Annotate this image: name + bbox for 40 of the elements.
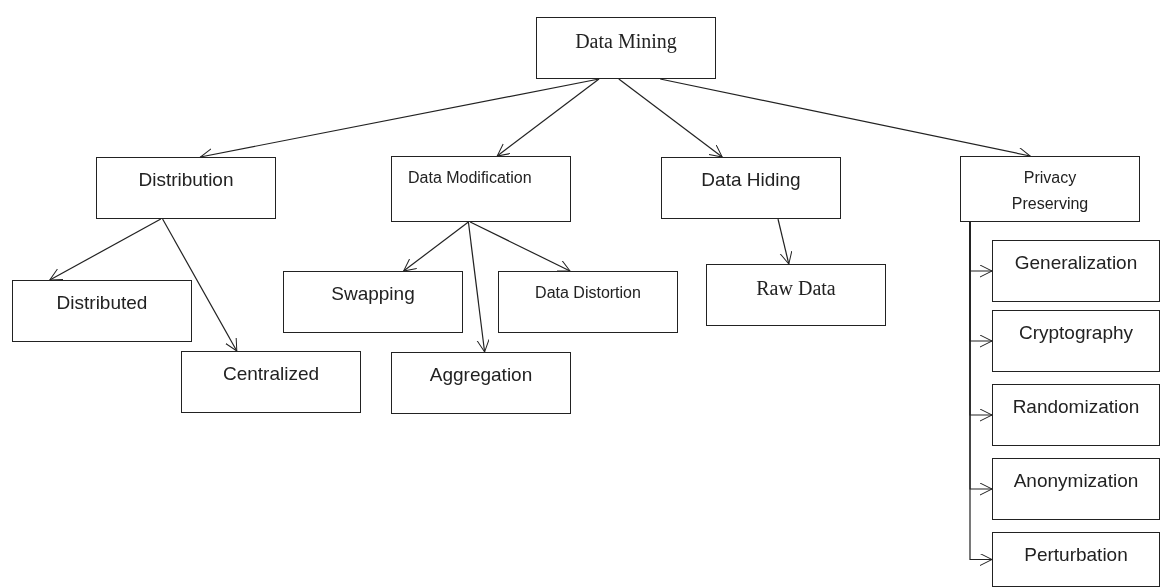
arrow — [618, 78, 723, 158]
box-label: Privacy Preserving — [1010, 168, 1090, 214]
process-box — [391, 156, 571, 222]
process-box — [992, 310, 1160, 372]
box-label: Randomization — [1012, 395, 1140, 419]
box-label: Centralized — [222, 362, 320, 386]
box-label: Raw Data — [756, 276, 836, 301]
arrow — [403, 221, 469, 272]
arrow — [162, 218, 238, 352]
box-label: Distributed — [56, 291, 148, 315]
process-box — [992, 532, 1160, 587]
process-box — [661, 157, 841, 219]
process-box — [992, 240, 1160, 302]
box-label: Anonymization — [1013, 469, 1139, 493]
arrow — [496, 78, 600, 157]
box-label: Perturbation — [1024, 543, 1128, 567]
box-label: Cryptography — [1018, 321, 1134, 345]
process-box — [536, 17, 716, 79]
arrow — [467, 221, 490, 353]
process-box — [992, 384, 1160, 446]
arrow — [49, 218, 162, 281]
box-label: Aggregation — [429, 363, 533, 387]
box-label: Data Hiding — [701, 168, 801, 192]
process-box — [391, 352, 571, 414]
box-label: Swapping — [331, 282, 415, 306]
box-label: Data Mining — [575, 29, 677, 55]
process-box — [498, 271, 678, 333]
process-box — [12, 280, 192, 342]
arrow — [777, 218, 793, 265]
box-label: Data Distortion — [534, 283, 642, 303]
process-box — [706, 264, 886, 326]
process-box — [960, 156, 1140, 222]
arrow — [469, 221, 571, 272]
process-box — [283, 271, 463, 333]
process-box — [96, 157, 276, 219]
process-box — [992, 458, 1160, 520]
box-label: Generalization — [1014, 251, 1138, 275]
process-box — [181, 351, 361, 413]
box-label: Distribution — [138, 168, 234, 192]
box-label: Data Modification — [408, 168, 532, 188]
